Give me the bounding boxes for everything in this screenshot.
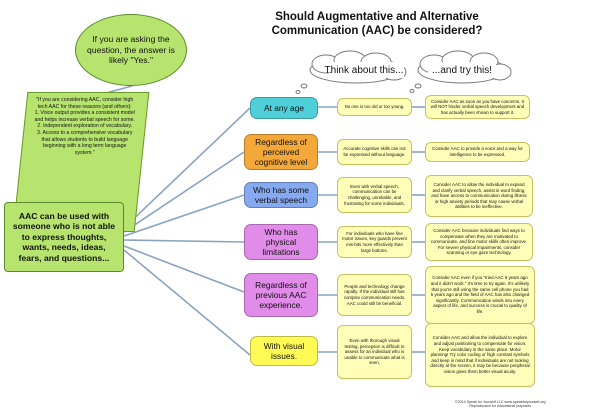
try-any-age: Consider AAC as soon as you have concern… <box>425 95 530 119</box>
try-verbal-speech: Consider AAC to allow the individual to … <box>425 175 533 217</box>
think-previous-experience: People and technology change rapidly. If… <box>337 274 412 316</box>
category-previous-experience: Regardless of previous AAC experience. <box>244 273 318 317</box>
category-cognitive-level: Regardless of perceived cognitive level <box>244 134 318 170</box>
try-visual-issues: Consider AAC and allow the individual to… <box>425 323 535 387</box>
think-physical-limitations: For individuals who have fine motor issu… <box>337 226 412 258</box>
think-header: Think about this... <box>324 65 404 76</box>
try-cognitive-level: Consider AAC to provide a voice and a wa… <box>425 142 530 162</box>
try-previous-experience: Consider AAC even if you "tried AAC 5 ye… <box>425 266 535 324</box>
high-tech-note-text: "If you are considering AAC, consider hi… <box>34 97 135 156</box>
category-verbal-speech: Who has some verbal speech <box>244 182 318 208</box>
yes-bubble: If you are asking the question, the answ… <box>75 14 187 86</box>
think-visual-issues: Even with thorough visual testing, perce… <box>337 325 412 379</box>
think-verbal-speech: Even with verbal speech, communication c… <box>337 177 412 213</box>
try-physical-limitations: Consider AAC because individuals find wa… <box>425 223 533 261</box>
try-header: ...and try this! <box>431 65 493 76</box>
think-any-age: No one is too old or too young. <box>337 98 412 116</box>
main-question-box: AAC can be used with someone who is not … <box>4 202 124 272</box>
footer-credit: ©2014 Speak for Yourself LLC www.speakfo… <box>455 400 546 409</box>
page-title: Should Augmentative and Alternative Comm… <box>271 11 483 37</box>
think-cognitive-level: Accurate cognitive skills can not be exp… <box>337 139 412 165</box>
category-any-age: At any age <box>250 97 318 119</box>
category-visual-issues: With visual issues. <box>250 336 318 366</box>
category-physical-limitations: Who has physical limitations <box>244 224 318 260</box>
